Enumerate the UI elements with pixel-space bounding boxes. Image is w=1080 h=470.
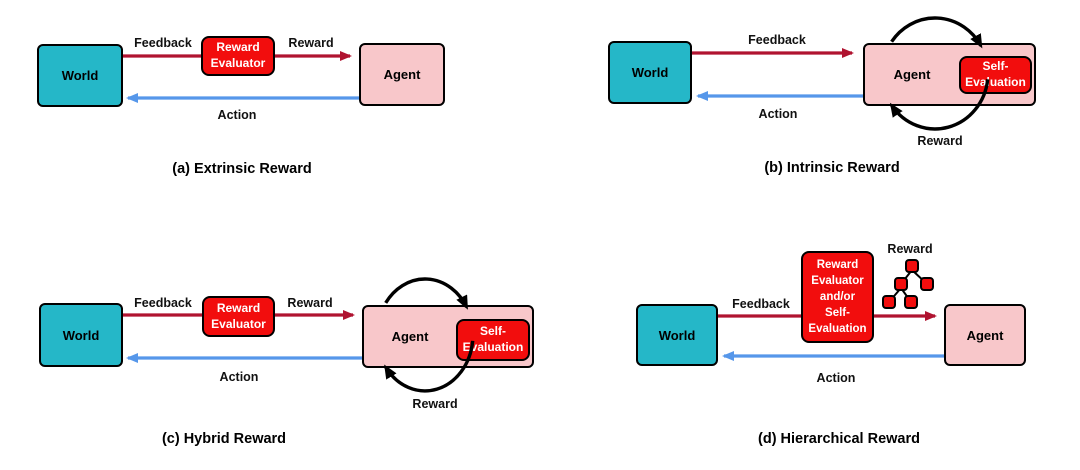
action-label-a: Action (217, 108, 257, 122)
feedback-label-a: Feedback (134, 36, 192, 50)
agent-box-a: Agent (359, 43, 445, 106)
reward-tree-icon (882, 259, 934, 309)
reward-evaluator-self-eval-box-d: Reward Evaluator and/or Self- Evaluation (801, 251, 874, 343)
reward-evaluator-box-a: Reward Evaluator (201, 36, 275, 76)
agent-box-b: Agent Self- Evaluation (863, 43, 1036, 106)
caption-d: (d) Hierarchical Reward (758, 431, 920, 447)
world-box-a: World (37, 44, 123, 107)
reward-label-a: Reward (288, 36, 334, 50)
reward-evaluator-box-c: Reward Evaluator (202, 296, 275, 337)
self-reward-loop-bottom-b (889, 79, 990, 131)
action-label-c: Action (219, 370, 259, 384)
self-reward-loop-top-c (384, 277, 469, 310)
feedback-label-c: Feedback (134, 296, 192, 310)
agent-box-d: Agent (944, 304, 1026, 366)
action-label-b: Action (758, 107, 798, 121)
feedback-label-d: Feedback (732, 297, 790, 311)
loop-reward-label-b: Reward (917, 134, 963, 148)
caption-a: (a) Extrinsic Reward (172, 161, 312, 177)
world-box-c: World (39, 303, 123, 367)
world-box-d: World (636, 304, 718, 366)
self-reward-loop-bottom-c (384, 340, 475, 393)
agent-label-b: Agent (893, 67, 931, 82)
action-label-d: Action (816, 371, 856, 385)
world-box-b: World (608, 41, 692, 104)
agent-box-c: Agent Self- Evaluation (362, 305, 534, 368)
self-evaluation-box-b: Self- Evaluation (959, 56, 1032, 94)
self-evaluation-box-c: Self- Evaluation (456, 319, 530, 361)
loop-reward-label-c: Reward (412, 397, 458, 411)
self-reward-loop-top-b (890, 16, 983, 49)
tree-reward-label-d: Reward (887, 242, 933, 256)
caption-c: (c) Hybrid Reward (161, 431, 287, 447)
agent-label-c: Agent (391, 329, 429, 344)
reward-label-c: Reward (287, 296, 333, 310)
caption-b: (b) Intrinsic Reward (764, 160, 900, 176)
feedback-label-b: Feedback (748, 33, 806, 47)
